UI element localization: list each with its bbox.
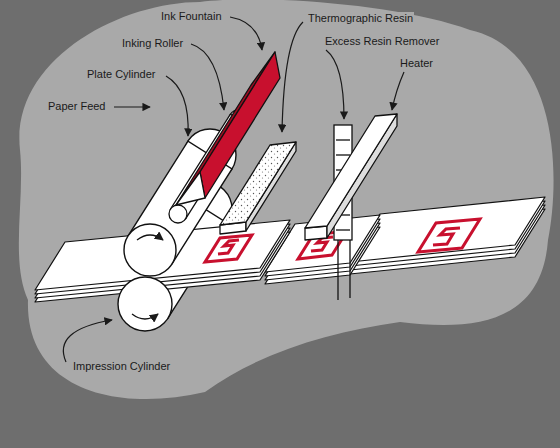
leader-line: [191, 44, 224, 110]
impression-cylinder-face: [118, 277, 172, 331]
ink-fountain-end: [176, 172, 205, 205]
leader-line: [326, 50, 344, 119]
printed-mark: [418, 219, 480, 252]
rotation-arrow: [132, 314, 158, 319]
printed-mark: [218, 240, 239, 254]
paper-sheet: [35, 220, 290, 290]
heater: [305, 114, 397, 228]
remover-bristle: [336, 154, 350, 155]
part-label: Inking Roller: [121, 37, 184, 50]
part-label: Paper Feed: [47, 100, 106, 113]
part-label: Impression Cylinder: [72, 360, 171, 373]
inking-roller-face: [169, 205, 187, 223]
leader-line: [230, 17, 262, 50]
printed-mark: [433, 228, 460, 245]
remover-bristle: [336, 229, 350, 230]
part-label: Ink Fountain: [160, 10, 223, 23]
leader-line: [282, 22, 303, 132]
part-label: Plate Cylinder: [86, 68, 156, 81]
leader-line: [166, 76, 188, 136]
thermographic-resin: [220, 142, 296, 225]
leader-line: [63, 320, 112, 362]
paper-sheet: [350, 197, 545, 262]
feed-arrow: [114, 106, 150, 107]
rotation-arrow: [137, 235, 163, 240]
plate-cylinder-face: [124, 224, 176, 276]
leader-line: [392, 72, 404, 110]
light-cloud: [19, 0, 554, 399]
part-label: Excess Resin Remover: [324, 35, 440, 48]
printed-mark: [205, 235, 252, 262]
remover-leg: [349, 238, 350, 298]
remover-bristle: [336, 139, 350, 140]
part-label: Heater: [399, 57, 434, 70]
remover-leg: [337, 240, 338, 300]
part-label: Thermographic Resin: [307, 12, 414, 25]
